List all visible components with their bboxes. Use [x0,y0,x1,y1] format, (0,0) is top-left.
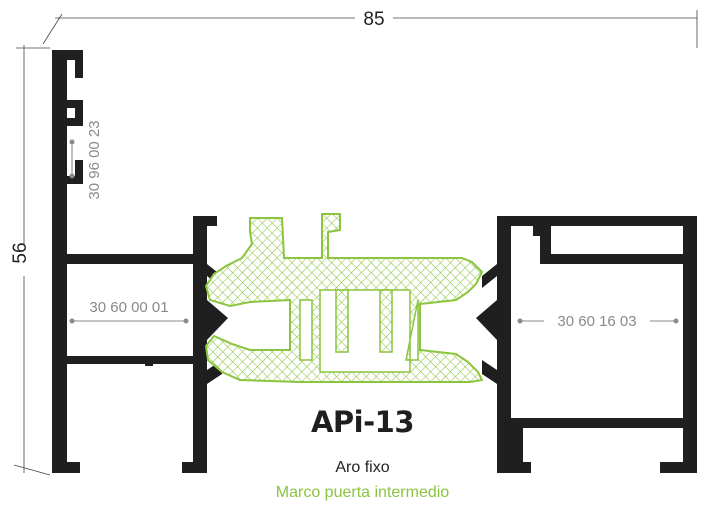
code-top-left-label: 30 96 00 23 [86,120,103,199]
height-label: 56 [10,242,31,263]
product-subdescription: Marco puerta intermedio [275,484,450,501]
width-dimension: 85 [42,8,698,48]
code-right: 30 60 16 03 [517,312,679,331]
height-dimension: 56 [10,45,51,476]
right-profile [476,216,697,473]
width-label: 85 [363,9,384,30]
code-left-label: 30 60 00 01 [89,299,168,316]
code-right-label: 30 60 16 03 [557,313,636,330]
left-profile [52,50,228,473]
code-left: 30 60 00 01 [69,298,189,324]
gasket-profile [204,213,484,383]
product-description: Aro fixo [335,459,390,476]
product-name: APi-13 [310,405,415,439]
code-top-left: 30 96 00 23 [69,120,103,200]
